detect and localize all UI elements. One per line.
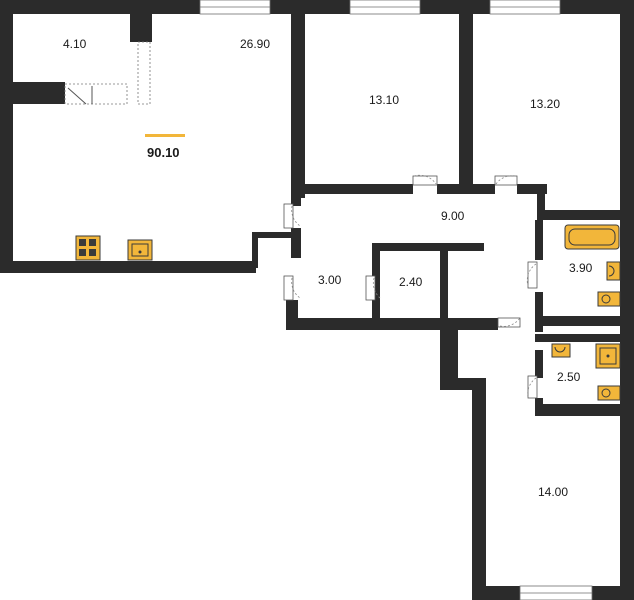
room-area-hall: 9.00 (441, 209, 465, 223)
door-icon (494, 175, 518, 186)
toilet-icon (597, 385, 621, 401)
room-area-bedroom-3: 14.00 (538, 485, 568, 499)
door-icon (365, 275, 381, 301)
room-area-bathroom: 3.90 (569, 261, 593, 275)
window-icon (349, 0, 421, 15)
room-area-storage: 4.10 (63, 37, 87, 51)
door-icon (412, 174, 438, 186)
window-icon (199, 0, 271, 15)
window-icon (519, 585, 593, 600)
door-icon (497, 317, 521, 328)
washbasin-icon (551, 343, 571, 358)
kitchen-sink-icon (127, 239, 153, 261)
door-icon (283, 203, 301, 229)
total-area-underline (145, 134, 185, 137)
door-icon (283, 275, 301, 301)
room-area-closet: 2.40 (399, 275, 423, 289)
shower-icon (595, 343, 621, 369)
room-area-toilet: 2.50 (557, 370, 581, 384)
window-icon (489, 0, 561, 15)
room-area-bedroom-1: 13.10 (369, 93, 399, 107)
bathtub-icon (564, 224, 620, 250)
room-area-entrance: 3.00 (318, 273, 342, 287)
room-area-living-kitchen: 26.90 (240, 37, 270, 51)
door-icon (526, 261, 538, 289)
door-icon (527, 375, 538, 399)
washbasin-icon (606, 261, 621, 281)
stove-icon (75, 235, 101, 261)
toilet-icon (597, 291, 621, 307)
storage-partition (64, 41, 151, 105)
room-area-bedroom-2: 13.20 (530, 97, 560, 111)
total-area: 90.10 (147, 145, 180, 160)
